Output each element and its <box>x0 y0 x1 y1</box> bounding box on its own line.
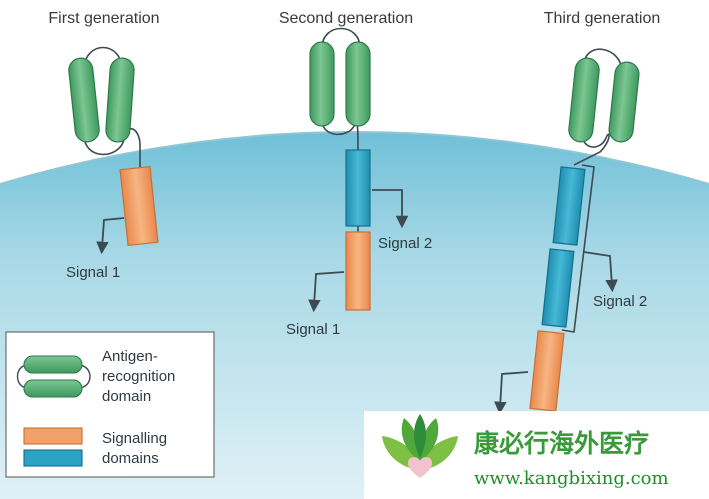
legend-green-domain-top <box>23 355 83 374</box>
antigen-domain-left <box>68 57 100 143</box>
signal-2-arrow <box>583 251 618 293</box>
linker-top <box>321 27 361 49</box>
signalling-domain-orange <box>345 231 371 311</box>
cell-membrane <box>0 131 709 185</box>
signalling-domain-orange <box>119 165 159 247</box>
signal-1-label: Signal 1 <box>66 264 120 281</box>
legend-teal-domain <box>23 449 83 467</box>
title-first-generation: First generation <box>48 10 159 27</box>
title-third-generation: Third generation <box>544 10 661 27</box>
heart-icon <box>408 457 432 478</box>
legend-signalling-line-1: Signalling <box>102 430 167 447</box>
signal-1-label: Signal 1 <box>286 321 340 338</box>
watermark: 康必行海外医疗 www.kangbixing.com <box>364 411 709 499</box>
signal-2-arrow <box>372 189 409 229</box>
antigen-domain-right <box>105 57 135 143</box>
legend-orange-domain <box>23 427 83 445</box>
signal-2-label: Signal 2 <box>378 235 432 252</box>
legend-antigen-line-3: domain <box>102 388 151 405</box>
linker-loop <box>321 119 359 151</box>
signal-arrow-lower <box>494 371 529 415</box>
signalling-domain-teal <box>345 149 371 227</box>
legend-antigen-line-2: recognition <box>102 368 175 385</box>
watermark-chinese-text: 康必行海外医疗 <box>474 429 649 458</box>
signal-2-label: Signal 2 <box>593 293 647 310</box>
legend-signalling-line-2: domains <box>102 450 159 467</box>
signalling-domain-teal-2 <box>541 248 575 328</box>
signalling-domain-teal-1 <box>552 166 586 246</box>
signal-1-arrow <box>308 271 345 313</box>
title-second-generation: Second generation <box>279 10 413 27</box>
antigen-domain-right <box>608 61 640 143</box>
antigen-domain-left <box>309 41 335 127</box>
antigen-domain-right <box>345 41 371 127</box>
first-generation-receptor: Signal 1 <box>66 46 159 281</box>
lotus-logo <box>382 414 458 478</box>
second-generation-receptor: Signal 2 Signal 1 <box>286 27 432 338</box>
legend-antigen-line-1: Antigen- <box>102 348 158 365</box>
signalling-bracket <box>561 164 595 333</box>
legend-green-domain-bottom <box>23 379 83 398</box>
watermark-url: www.kangbixing.com <box>474 468 669 489</box>
linker-loop <box>573 129 610 166</box>
third-generation-receptor: Signal 2 <box>494 48 647 415</box>
signalling-domain-orange <box>529 330 565 412</box>
antigen-domain-left <box>568 57 600 143</box>
signal-1-arrow <box>96 217 125 255</box>
legend: Antigen- recognition domain Signalling d… <box>5 331 215 478</box>
